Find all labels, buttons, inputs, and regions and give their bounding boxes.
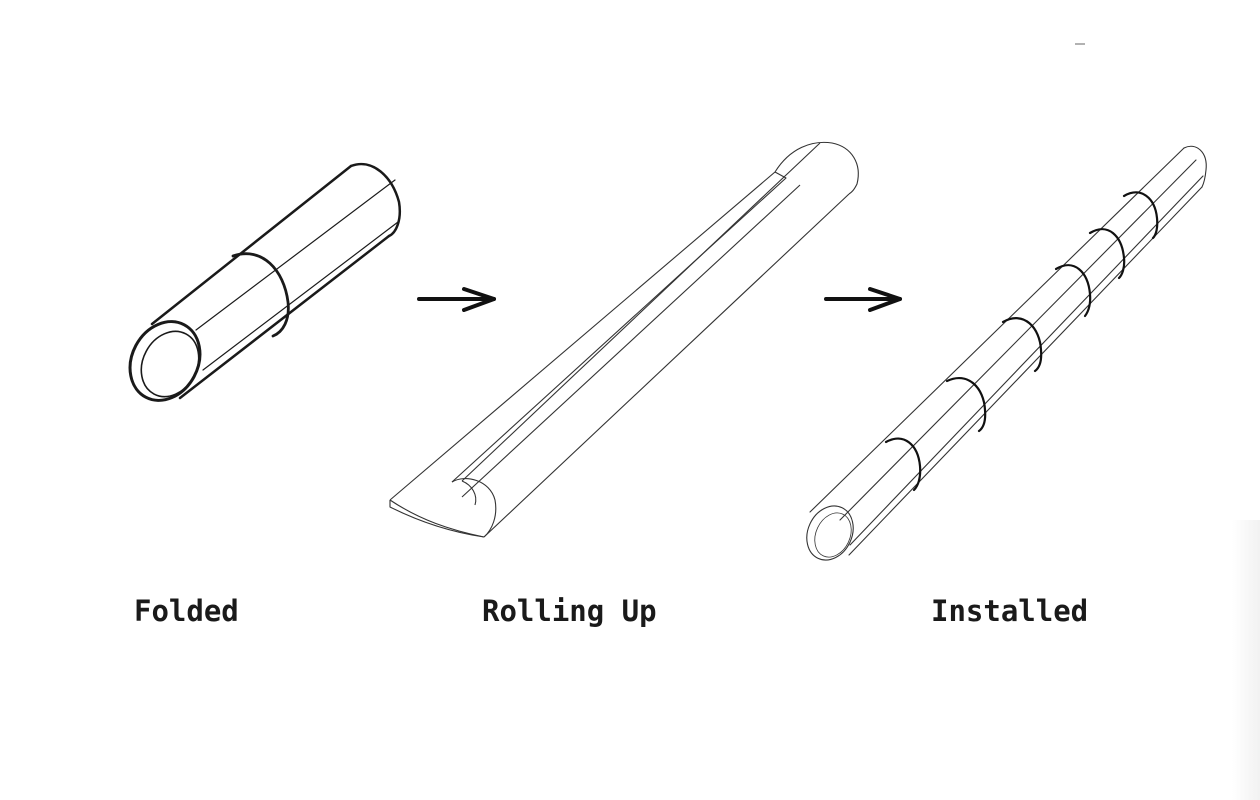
stage-label-installed: Installed: [931, 594, 1089, 628]
stage-label-rolling-up: Rolling Up: [482, 594, 657, 628]
installed-tube-rings: [884, 191, 1159, 492]
rolling-sheet-illustration: [389, 141, 859, 538]
arrow-right-icon: [417, 287, 496, 312]
arrow-right-icon: [824, 287, 902, 312]
folded-tube-illustration: [128, 163, 401, 402]
edge-shadow: [1232, 520, 1260, 800]
installed-tube-illustration: [806, 145, 1207, 561]
stage-label-folded: Folded: [134, 594, 239, 628]
